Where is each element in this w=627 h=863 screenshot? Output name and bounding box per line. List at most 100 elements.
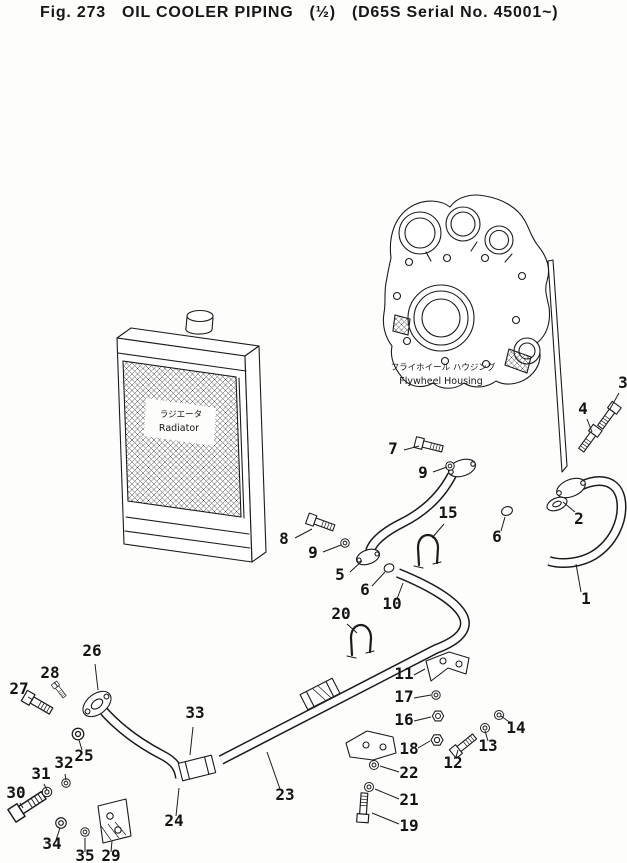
callout-leader-line	[43, 783, 48, 791]
pipe-24-flange	[82, 690, 112, 718]
callout-leader-line	[55, 827, 61, 841]
figure-name: OIL COOLER PIPING	[121, 4, 294, 21]
callout-leader-line	[371, 571, 386, 587]
washer-31-icon	[41, 786, 53, 798]
callout-part-number: 7	[388, 439, 398, 458]
flywheel-housing-label-jp: フライホイール ハウジング	[391, 362, 496, 373]
washer-32-icon	[61, 778, 71, 788]
callout-part-number: 2	[574, 509, 584, 528]
callout-part-number: 32	[54, 753, 73, 772]
callout-leader-line	[19, 802, 24, 809]
callout-part-number: 21	[399, 790, 418, 809]
callout-leader-line	[374, 788, 400, 800]
callout-leader-line	[379, 765, 400, 773]
o-ring-6-right	[501, 505, 513, 517]
gasket-2	[546, 496, 568, 512]
callout-layer: 1234566789910111213141516171819202122232…	[6, 373, 627, 863]
callout-part-number: 30	[6, 783, 25, 802]
callout-leader-line	[175, 787, 180, 817]
callout-part-number: 13	[478, 736, 497, 755]
bolt-7-icon	[413, 436, 445, 455]
callout-part-number: 22	[399, 763, 418, 782]
radiator-label-area	[144, 398, 216, 446]
oil-pipe-24	[82, 690, 217, 782]
callout-part-number: 9	[418, 463, 428, 482]
callout-leader-line	[455, 749, 459, 758]
radiator-illustration: ラジエータ Radiator	[116, 309, 267, 563]
o-ring-6-left	[383, 563, 395, 573]
bracket-29	[97, 798, 132, 844]
callout-leader-line	[322, 544, 342, 553]
callout-part-number: 20	[331, 604, 350, 623]
elbow-fitting-33	[177, 754, 217, 782]
callout-part-number: 8	[279, 529, 289, 548]
figure-number: Fig. 273	[40, 4, 106, 21]
callout-leader-line	[53, 681, 59, 688]
callout-part-number: 15	[438, 503, 457, 522]
callout-leader-line	[575, 563, 582, 593]
callout-part-number: 1	[581, 589, 591, 608]
pipe-clamp-15	[413, 533, 442, 569]
callout-leader-line	[396, 582, 404, 600]
callout-leader-line	[484, 730, 489, 742]
figure-title: Fig. 273 OIL COOLER PIPING (½) (D65S Ser…	[40, 4, 558, 22]
callout-leader-line	[413, 668, 426, 676]
callout-leader-line	[403, 445, 420, 451]
oil-pipe-5	[355, 458, 477, 566]
callout-part-number: 6	[360, 580, 370, 599]
oil-pipe-1	[547, 476, 627, 568]
callout-part-number: 18	[399, 739, 418, 758]
washer-22-icon	[369, 760, 379, 770]
callout-leader-line	[609, 392, 620, 410]
callout-leader-line	[346, 623, 358, 634]
callout-part-number: 14	[506, 718, 525, 737]
callout-part-number: 34	[42, 834, 61, 853]
callout-leader-line	[500, 516, 506, 532]
callout-leader-line	[371, 812, 400, 825]
washer-17-icon	[431, 690, 441, 700]
callout-part-number: 3	[618, 373, 627, 392]
callout-leader-line	[94, 663, 99, 691]
callout-leader-line	[110, 840, 113, 853]
washer-9-lower-icon	[340, 538, 350, 548]
callout-leader-line	[189, 726, 194, 756]
callout-part-number: 19	[399, 816, 418, 835]
nut-18-icon	[430, 734, 444, 746]
callout-part-number: 29	[101, 846, 120, 863]
washer-35-icon	[80, 827, 90, 837]
callout-leader-line	[78, 739, 83, 751]
callout-leader-line	[562, 501, 576, 513]
washer-14-icon	[494, 710, 504, 720]
radiator-filler-cap	[185, 309, 214, 335]
hose-coupling	[299, 677, 341, 711]
callout-part-number: 31	[31, 764, 50, 783]
callout-part-number: 11	[394, 664, 413, 683]
washer-34-icon	[55, 817, 67, 829]
callout-part-number: 35	[75, 846, 94, 863]
callout-leader-line	[431, 523, 445, 539]
washer-9-upper-icon	[445, 461, 455, 471]
callout-part-number: 33	[185, 703, 204, 722]
callout-part-number: 27	[9, 679, 28, 698]
callout-leader-line	[432, 466, 448, 473]
callout-leader-line	[266, 751, 281, 790]
callout-part-number: 17	[394, 687, 413, 706]
bracket-11	[425, 651, 470, 682]
flywheel-housing-illustration: フライホイール ハウジング Flywheel Housing	[382, 194, 551, 389]
bolt-19-icon	[356, 792, 371, 824]
callout-part-number: 4	[578, 399, 588, 418]
callout-part-number: 24	[164, 811, 183, 830]
callout-part-number: 9	[308, 543, 318, 562]
callout-part-number: 28	[40, 663, 59, 682]
washer-25-icon	[71, 727, 85, 741]
lock-washer-16-icon	[431, 710, 445, 722]
callout-part-number: 16	[394, 710, 413, 729]
callout-leader-line	[413, 694, 432, 699]
callout-leader-line	[349, 560, 363, 573]
callout-part-number: 23	[275, 785, 294, 804]
callout-leader-line	[417, 740, 431, 749]
callout-leader-line	[500, 715, 513, 725]
bolt-28-icon	[50, 680, 68, 700]
